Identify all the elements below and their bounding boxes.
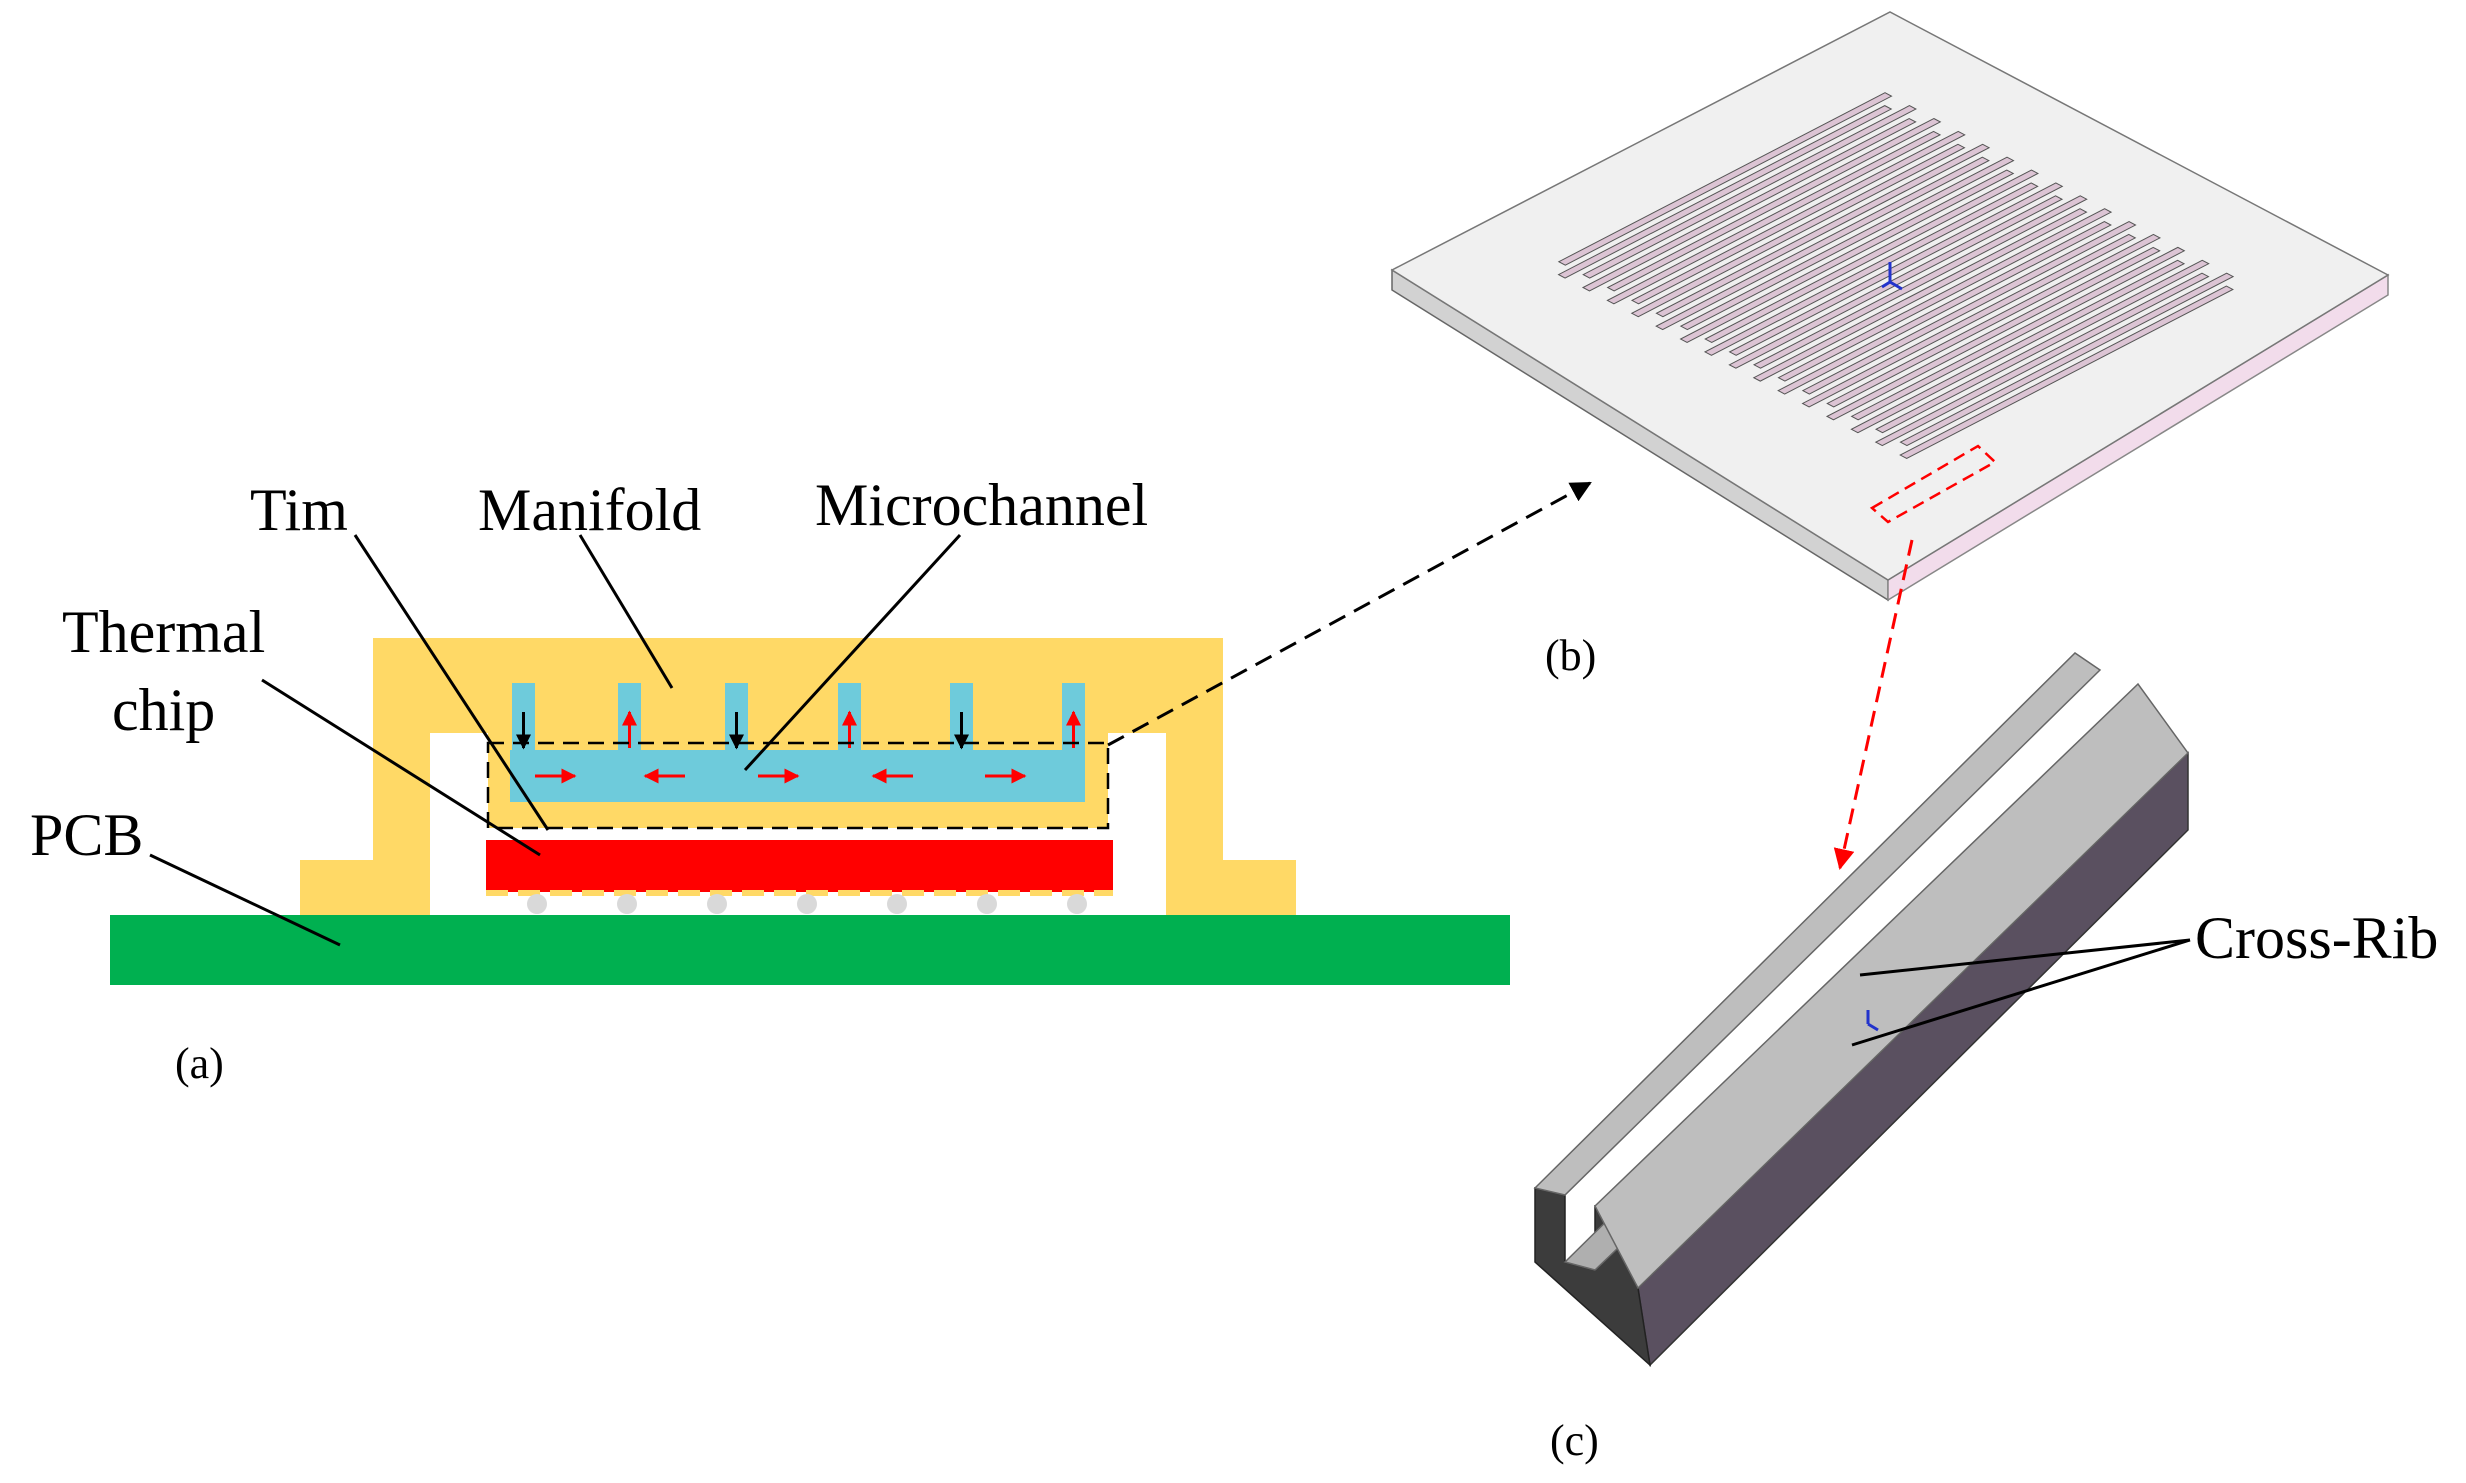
microchannel-strip <box>1606 130 1942 305</box>
axis-triad-icon-c <box>1866 1010 1879 1032</box>
panel-c-channel: Cross-Rib (c) <box>1533 652 2438 1465</box>
solder-ball <box>527 894 547 914</box>
solder-ball <box>887 894 907 914</box>
microchannel-strip <box>1630 143 1966 318</box>
thermal-label-line1: Thermal <box>62 599 265 665</box>
microchannel-strip <box>1899 285 2234 460</box>
microchannel-strip <box>1899 272 2235 447</box>
tim-label: Tim <box>250 477 348 543</box>
cross-rib-leader-2 <box>1851 938 2191 1047</box>
solder-ball <box>707 894 727 914</box>
panel-b-plate: (b) <box>1390 11 2390 680</box>
microchannel-strip <box>1557 92 1893 266</box>
cross-rib-label: Cross-Rib <box>2195 905 2438 971</box>
microchannel-strip <box>1801 233 2137 408</box>
microchannel-strip <box>1630 130 1966 305</box>
microchannel-strip <box>1679 156 2015 331</box>
microchannel-strip <box>1850 259 2186 434</box>
solder-ball <box>617 894 637 914</box>
pcb-label: PCB <box>30 802 143 868</box>
solder-ball <box>1067 894 1087 914</box>
microchannel-strip <box>1655 156 1990 331</box>
microchannel-highlight-box <box>486 741 1110 830</box>
left-wall-top <box>1533 652 2102 1196</box>
zoom-leader-a-to-b <box>1107 481 1592 747</box>
zoom-region-highlight <box>1869 444 1998 524</box>
microchannel-strip <box>1825 246 2161 421</box>
microchannel-strip <box>1679 169 2015 344</box>
microchannel-strip <box>1557 105 1893 279</box>
microchannel-strip <box>1874 259 2210 434</box>
microchannel-array <box>1557 92 2235 460</box>
caption-c: (c) <box>1550 1416 1599 1465</box>
right-wall-top <box>1594 682 2189 1290</box>
tim-leader <box>353 534 550 831</box>
microchannel-strip <box>1777 208 2113 382</box>
solder-ball <box>797 894 817 914</box>
microchannel-strip <box>1606 117 1942 292</box>
microchannel-strip <box>1655 143 1991 318</box>
panel-a-cross-section: Tim Manifold Microchannel Thermal chip P… <box>30 472 1510 1088</box>
microchannel-strip <box>1874 272 2210 447</box>
caption-a: (a) <box>175 1039 224 1088</box>
microchannel-strip <box>1850 246 2186 421</box>
cross-rib-leader-1 <box>1859 938 2191 977</box>
pcb-leader <box>149 853 341 947</box>
microchannel-strip <box>1704 169 2039 344</box>
thermal-chip-leader <box>261 678 541 857</box>
microchannel-leader <box>743 533 962 772</box>
caption-b: (b) <box>1545 631 1596 680</box>
thermal-chip-block <box>486 840 1113 892</box>
zoom-leader-b-to-c <box>1833 539 1914 871</box>
microchannel-strip <box>1582 105 1917 279</box>
manifold-label: Manifold <box>478 477 701 543</box>
manifold-leader <box>578 534 674 689</box>
solder-balls <box>527 894 1087 914</box>
microchannel-label: Microchannel <box>815 472 1148 538</box>
pcb-board <box>110 915 1510 985</box>
microchannel-strip <box>1581 117 1917 292</box>
microchannel-strip <box>1728 182 2064 356</box>
microchannel-strip <box>1777 221 2112 395</box>
microchannel-strip <box>1801 221 2137 395</box>
microchannel-strip <box>1728 195 2064 369</box>
microchannel-strip <box>1752 195 2088 369</box>
microchannel-strip <box>1703 182 2039 356</box>
thermal-label-line2: chip <box>112 677 215 743</box>
solder-ball <box>977 894 997 914</box>
microchannel-strip <box>1752 208 2088 382</box>
microchannel-strip <box>1826 233 2161 408</box>
axis-triad-icon <box>1881 262 1903 291</box>
manifold-ports <box>512 683 1085 753</box>
